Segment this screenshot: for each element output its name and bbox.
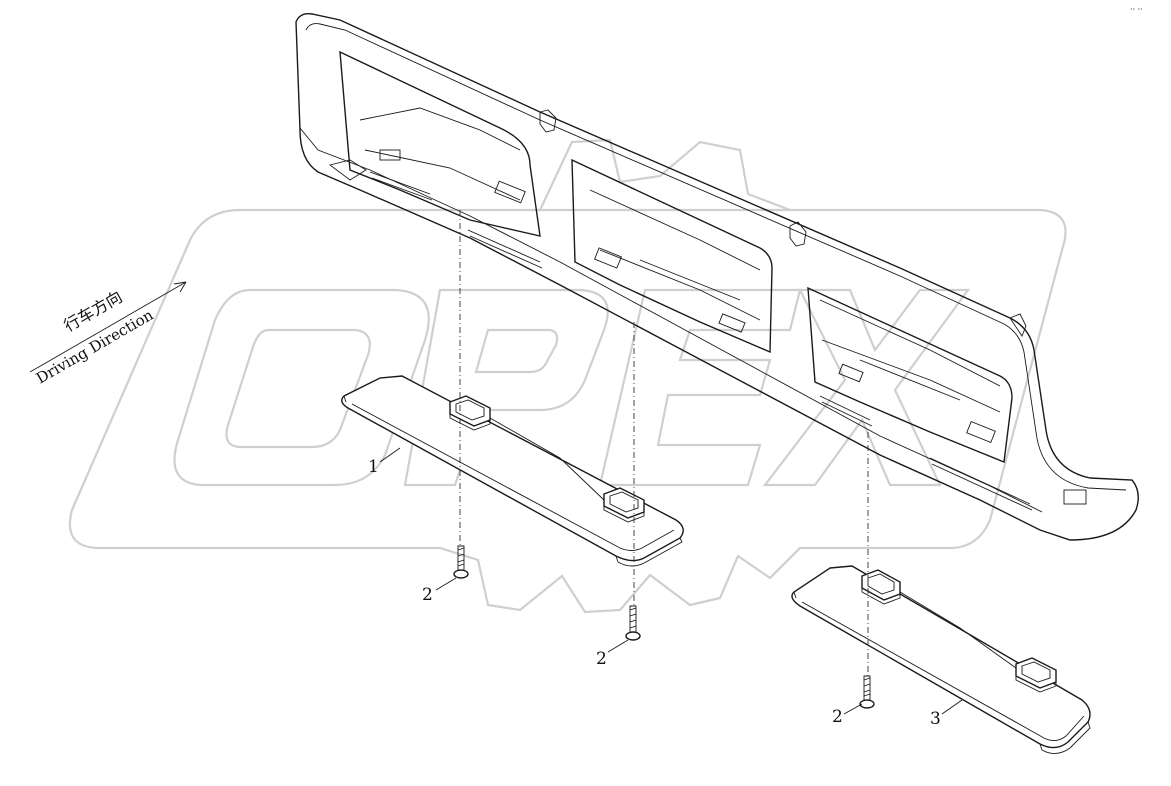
housing-block-4 xyxy=(718,313,746,333)
watermark-letter-x xyxy=(762,288,971,487)
corner-mark: ·· ·· xyxy=(1130,5,1143,14)
leader-2c xyxy=(843,703,863,715)
housing-block-3 xyxy=(594,247,622,269)
driving-direction-indicator: 行车方向 Driving Direction xyxy=(29,281,187,387)
screw-2a xyxy=(453,545,469,579)
housing-block-6 xyxy=(966,420,996,444)
housing-outer-outline xyxy=(295,12,1139,541)
visor-3-bevel xyxy=(793,591,1091,754)
screw-2b xyxy=(625,605,641,641)
housing-block-2 xyxy=(494,180,526,204)
sun-visor-1 xyxy=(341,375,684,567)
callout-2a: 2 xyxy=(422,585,433,605)
visor-1-inner-edge xyxy=(351,403,675,551)
visor-3-clip-a xyxy=(861,569,901,605)
watermark-letter-e xyxy=(598,288,802,487)
assembly-centerlines xyxy=(459,210,869,676)
visor-3-clip-b xyxy=(1015,657,1057,693)
watermark-letter-p xyxy=(403,288,609,487)
housing-opening-middle xyxy=(571,158,773,354)
watermark-logo xyxy=(68,138,1067,614)
housing-block-5 xyxy=(838,363,864,383)
callout-3: 3 xyxy=(930,709,941,729)
direction-arrow-head xyxy=(173,281,187,293)
visor-3-wire xyxy=(899,591,1017,669)
housing-block-7 xyxy=(1063,489,1087,505)
callouts: 1 2 2 2 3 xyxy=(368,447,963,729)
housing-tab-1 xyxy=(539,109,557,133)
housing-opening-left xyxy=(339,50,541,237)
housing-opening-right xyxy=(807,286,1013,463)
housing-inner-rim xyxy=(305,23,1127,491)
leader-2b xyxy=(607,639,629,653)
visor-3-outline xyxy=(791,565,1091,749)
watermark-gear-outline xyxy=(68,208,1067,614)
housing-inner-rail-3 xyxy=(819,299,1001,413)
housing-bottom-lip xyxy=(299,127,1043,513)
leader-2a xyxy=(435,577,457,591)
callout-1: 1 xyxy=(368,457,379,477)
housing-front-slots xyxy=(328,159,1033,511)
leader-1 xyxy=(379,447,401,463)
direction-arrow-line xyxy=(29,281,187,373)
sun-visor-3 xyxy=(791,565,1091,754)
dashboard-housing xyxy=(295,12,1139,541)
housing-inner-rail-2 xyxy=(589,189,761,321)
watermark-letter-o xyxy=(173,288,430,487)
housing-tab-3 xyxy=(1009,313,1027,337)
screw-2c xyxy=(859,675,875,709)
visor-1-wire xyxy=(489,417,605,501)
watermark-gear-top xyxy=(539,138,791,212)
housing-tab-2 xyxy=(789,221,807,247)
callout-2c: 2 xyxy=(832,707,843,727)
visor-1-outline xyxy=(341,375,684,562)
callout-2b: 2 xyxy=(596,649,607,669)
visor-3-inner-edge xyxy=(801,601,1085,741)
housing-block-1 xyxy=(379,149,401,161)
housing-inner-rail-1 xyxy=(359,107,521,201)
leader-3 xyxy=(941,699,963,715)
